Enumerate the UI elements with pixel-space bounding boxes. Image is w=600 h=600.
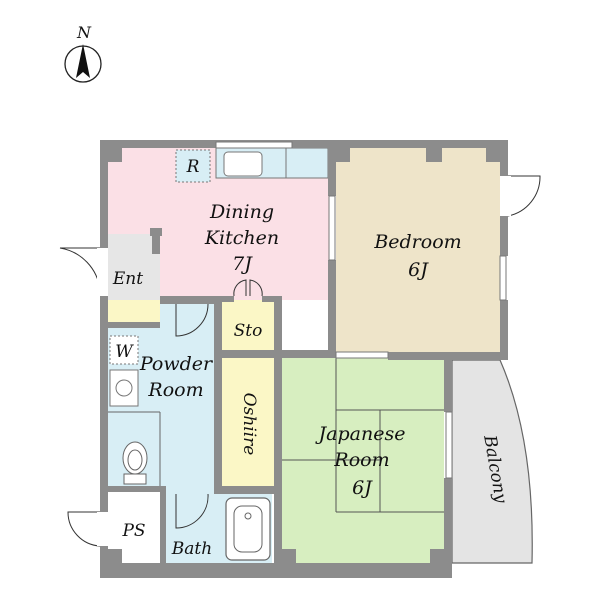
doors	[59, 175, 541, 547]
washer-space	[109, 335, 139, 365]
kitchen-size: 7J	[232, 253, 253, 275]
entrance-floor	[108, 234, 160, 300]
walls	[100, 140, 508, 578]
storage-label: Sto	[234, 321, 263, 341]
powder-room-label-line2: Room	[147, 379, 203, 401]
ps-door	[67, 511, 101, 547]
kitchen-label-line1: Dining	[209, 201, 274, 223]
balcony-floor	[451, 359, 533, 564]
oshiire-floor	[222, 358, 274, 486]
powder-room-door	[175, 303, 209, 337]
kitchen-label-line2: Kitchen	[204, 227, 279, 249]
bathtub	[225, 497, 271, 561]
compass-letter: N	[76, 23, 92, 42]
entrance-label: Ent	[112, 269, 143, 289]
oshiire-label: Oshiire	[239, 393, 259, 456]
pipe-space-label: PS	[121, 521, 145, 541]
compass-arrow-icon	[76, 44, 90, 78]
bedroom-label: Bedroom	[373, 231, 461, 253]
japanese-room-size: 6J	[352, 477, 373, 499]
north-compass: N	[64, 23, 102, 83]
windows	[215, 141, 507, 479]
toilet-icon	[122, 441, 148, 485]
powder-room-label-line1: Powder	[139, 353, 214, 375]
kitchen-sink	[223, 151, 263, 177]
storage-floor	[222, 300, 274, 350]
bedroom-size: 6J	[408, 259, 429, 281]
storage-door-right	[249, 279, 263, 297]
bedroom-balcony-door	[507, 175, 541, 217]
washer-label: W	[115, 342, 134, 362]
refrigerator-space	[175, 149, 211, 183]
bath-door	[175, 493, 209, 529]
entrance-door	[59, 247, 101, 291]
wash-basin	[109, 369, 139, 407]
storage-door-left	[233, 279, 247, 297]
refrigerator-label: R	[186, 157, 200, 177]
japanese-room-label-line2: Room	[333, 449, 389, 471]
tatami-lines	[282, 358, 444, 513]
japanese-room-label-line1: Japanese	[315, 423, 406, 445]
bath-label: Bath	[171, 539, 212, 559]
bedroom-floor	[336, 148, 500, 353]
shoe-cabinet	[108, 300, 160, 322]
